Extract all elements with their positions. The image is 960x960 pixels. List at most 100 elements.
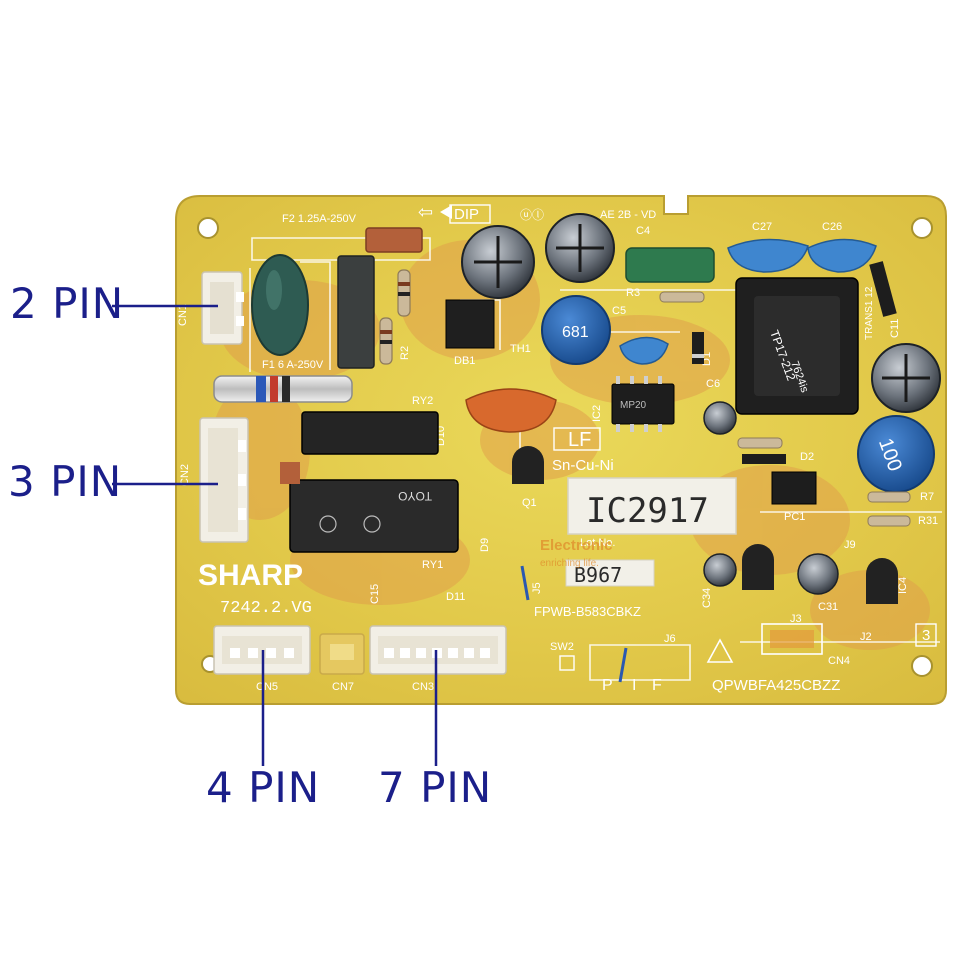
q1-label: Q1 bbox=[522, 497, 537, 509]
pif-f-label: F bbox=[652, 677, 662, 694]
transformer: TP17-212 7624is bbox=[735, 277, 859, 415]
c31-label: C31 bbox=[818, 601, 838, 613]
ry1-label: RY1 bbox=[422, 559, 443, 571]
jumper-wire bbox=[520, 565, 628, 683]
c11-label: C11 bbox=[889, 319, 901, 338]
electrolytic-capacitor bbox=[871, 343, 941, 413]
c5-label: C5 bbox=[612, 305, 626, 317]
diode bbox=[869, 261, 897, 317]
trans-label: TRANS1 12 bbox=[864, 286, 875, 340]
relay-brand: TOYO bbox=[398, 489, 432, 503]
capacitor-100: 100 bbox=[857, 415, 935, 493]
connector-cn1 bbox=[201, 271, 244, 345]
sw2-label: SW2 bbox=[550, 641, 574, 653]
ic4-label: IC4 bbox=[897, 577, 909, 594]
d11-label: D11 bbox=[446, 591, 465, 603]
ic-marker-sub-text: B967 bbox=[574, 563, 622, 587]
capacitor-681: 681 bbox=[541, 295, 611, 365]
resistor bbox=[737, 437, 783, 449]
pc1-label: PC1 bbox=[784, 511, 805, 523]
silkscreen-labels: F2 1.25A-250V DIP ⇦ AE 2B - VD ⓤⓛ CN1 CN… bbox=[177, 202, 938, 694]
db1-label: DB1 bbox=[454, 355, 475, 367]
j9-label: J9 bbox=[844, 539, 856, 551]
c15-label: C15 bbox=[369, 584, 381, 604]
date-code-label: 7242.2.VG bbox=[220, 599, 312, 618]
resistor-r3 bbox=[659, 291, 705, 303]
cn5-label: CN5 bbox=[256, 681, 278, 693]
transistor bbox=[742, 544, 774, 590]
ic-marker-text: IC2917 bbox=[586, 491, 709, 531]
c27-label: C27 bbox=[752, 221, 772, 233]
d9-label: D9 bbox=[479, 538, 491, 552]
warning-triangle-icon bbox=[706, 638, 734, 663]
connector-cn3 bbox=[369, 625, 507, 675]
transistor bbox=[866, 558, 898, 604]
fuse1-label: F1 6 A-250V bbox=[262, 359, 324, 371]
cn4-label: CN4 bbox=[828, 655, 850, 667]
callout-3-pin: 3 PIN bbox=[8, 457, 123, 506]
corner-mark-label: 3 bbox=[922, 627, 930, 644]
lot-label: Lot No. bbox=[580, 537, 615, 549]
fuse-f2 bbox=[365, 227, 423, 253]
small-component bbox=[280, 462, 300, 484]
transistor-q1 bbox=[512, 446, 544, 484]
d2-label: D2 bbox=[800, 451, 814, 463]
j5-label: J5 bbox=[531, 582, 543, 594]
resistor-r31 bbox=[867, 515, 911, 527]
cert-label: AE 2B - VD bbox=[600, 209, 656, 221]
callout-4-pin: 4 PIN bbox=[206, 763, 321, 812]
r31-label: R31 bbox=[918, 515, 938, 527]
callout-2-pin: 2 PIN bbox=[10, 279, 125, 328]
electrolytic-capacitor bbox=[545, 213, 615, 283]
relay-ry2 bbox=[301, 411, 439, 455]
watermark-line2: enriching life. bbox=[540, 558, 599, 569]
connector-cn2 bbox=[199, 417, 249, 543]
lead-free-label: Sn-Cu-Ni bbox=[552, 457, 614, 474]
electrolytic-capacitor bbox=[703, 401, 737, 435]
resistor-r1 bbox=[397, 269, 411, 317]
cn1-label: CN1 bbox=[177, 304, 189, 326]
connector-cn7 bbox=[319, 633, 365, 675]
cap-681-value: 681 bbox=[562, 324, 589, 341]
bridge-rectifier-db1 bbox=[445, 299, 495, 349]
r7-label: R7 bbox=[920, 491, 934, 503]
j6-label: J6 bbox=[664, 633, 676, 645]
th1-label: TH1 bbox=[510, 343, 531, 355]
pif-i-label: I bbox=[632, 677, 636, 694]
qpwb-part-label: QPWBFA425CBZZ bbox=[712, 677, 840, 694]
c34-label: C34 bbox=[701, 588, 713, 608]
electrolytic-capacitor bbox=[461, 225, 535, 299]
cn3-label: CN3 bbox=[412, 681, 434, 693]
ceramic-capacitor-orange bbox=[465, 388, 557, 433]
cn7-label: CN7 bbox=[332, 681, 354, 693]
fuse-f1 bbox=[213, 375, 353, 403]
ceramic-capacitor bbox=[727, 238, 809, 273]
fuse2-label: F2 1.25A-250V bbox=[282, 213, 357, 225]
cn2-label: CN2 bbox=[179, 464, 191, 486]
connector-cn4-outline bbox=[761, 623, 823, 655]
ic2-chip: MP20 bbox=[611, 376, 675, 432]
r2-label: R2 bbox=[399, 346, 411, 360]
resistor-r7 bbox=[867, 491, 911, 503]
marker-sticker: IC2917 B967 bbox=[565, 477, 737, 587]
film-capacitor-c4 bbox=[625, 247, 715, 283]
ic2-chip-text: MP20 bbox=[620, 400, 647, 411]
c6-label: C6 bbox=[706, 378, 720, 390]
c26-label: C26 bbox=[822, 221, 842, 233]
ry2-label: RY2 bbox=[412, 395, 433, 407]
arrow-left-icon: ⇦ bbox=[418, 202, 433, 222]
diode-d1 bbox=[692, 332, 704, 364]
lf-label: LF bbox=[568, 429, 591, 451]
electrolytic-capacitor bbox=[797, 553, 839, 595]
diode-d2 bbox=[742, 454, 786, 464]
relay-ry1: TOYO bbox=[289, 479, 459, 553]
c4-label: C4 bbox=[636, 225, 650, 237]
watermark-line1: Electronic bbox=[540, 537, 613, 554]
j2-label: J2 bbox=[860, 631, 872, 643]
pc1-optocoupler bbox=[771, 471, 817, 505]
r3-label: R3 bbox=[626, 287, 640, 299]
varistor bbox=[251, 254, 309, 356]
cement-resistor bbox=[337, 255, 375, 369]
electrolytic-capacitor bbox=[703, 553, 737, 587]
